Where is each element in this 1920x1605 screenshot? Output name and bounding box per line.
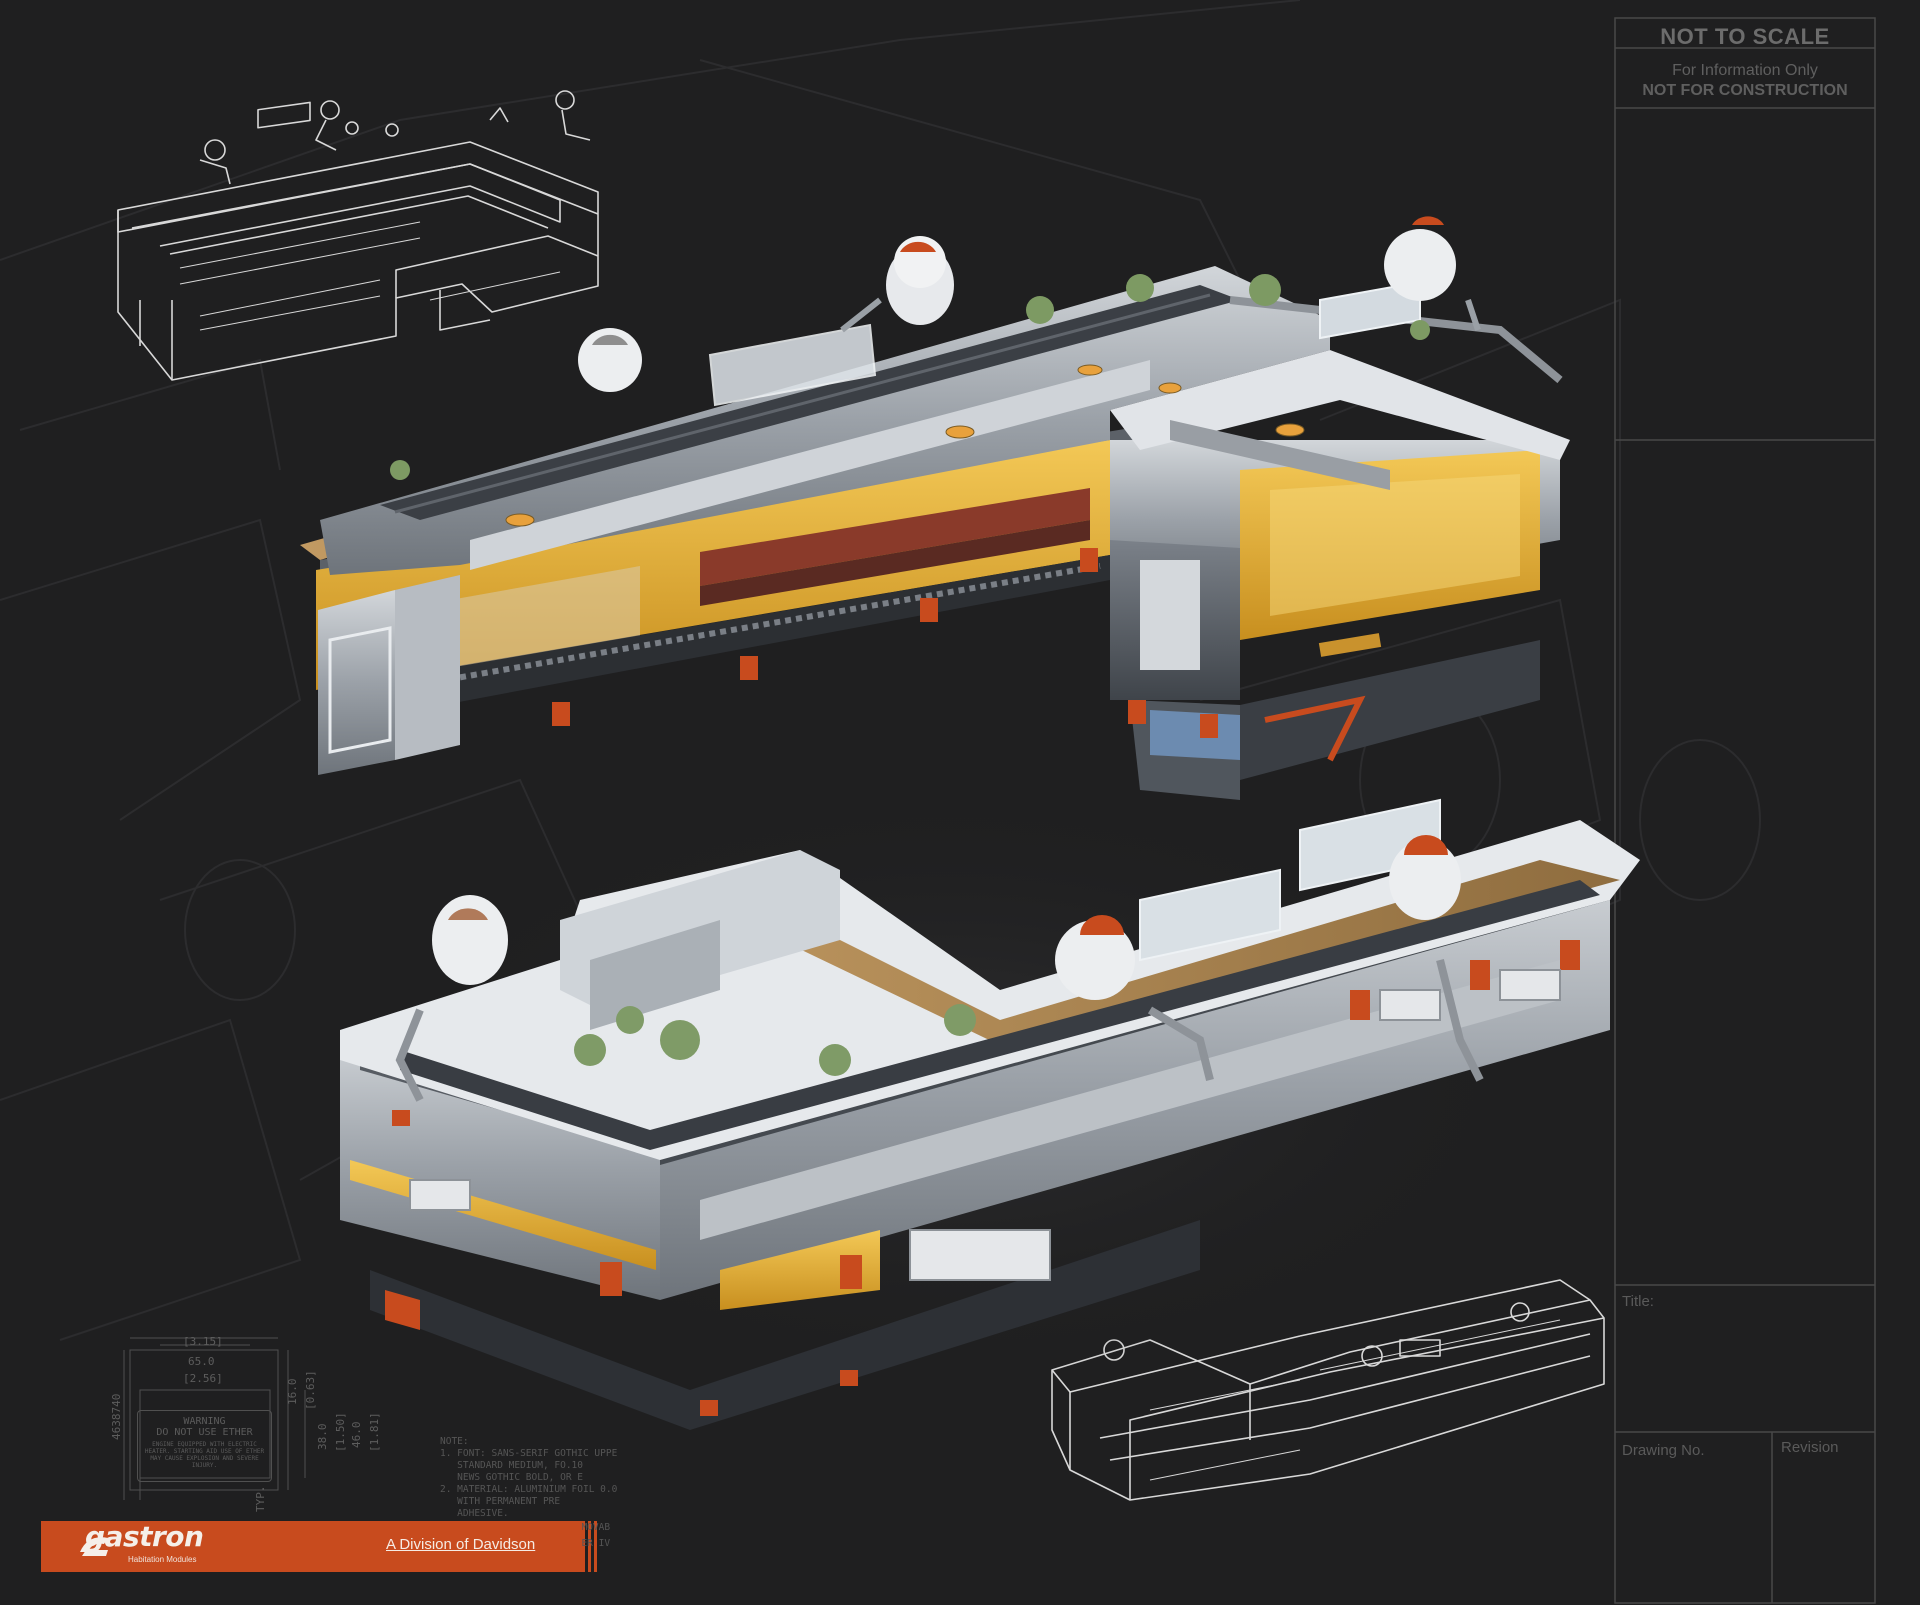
notes-line: STANDARD MEDIUM, FO.10 — [440, 1460, 583, 1471]
drawing-notes: NOTE: 1. FONT: SANS-SERIF GOTHIC UPPE ST… — [440, 1436, 618, 1520]
notes-line: 1. FONT: SANS-SERIF GOTHIC UPPE — [440, 1448, 618, 1459]
dimension-labels: [3.15] 65.0 [2.56] 16.0 [0.63] 38.0 [1.5… — [110, 1335, 381, 1512]
gastron-logo-icon — [80, 1537, 108, 1556]
division-link[interactable]: A Division of Davidson — [386, 1536, 536, 1553]
svg-text:[3.15]: [3.15] — [183, 1335, 223, 1348]
robot-group-bottom — [395, 835, 1484, 1102]
wireframe-bottom-right — [1051, 1279, 1605, 1501]
side-note: TIER IV — [570, 1538, 611, 1549]
side-note: REMOVAB — [570, 1522, 611, 1533]
not-to-scale-label: NOT TO SCALE — [1660, 24, 1830, 49]
module-top — [300, 216, 1570, 800]
warning-title: WARNING — [183, 1416, 226, 1427]
warning-plate: WARNING DO NOT USE ETHER ENGINE EQUIPPED… — [137, 1410, 272, 1482]
brand-name: gastron — [85, 1520, 204, 1553]
notes-line: ADHESIVE. — [440, 1508, 509, 1519]
notes-line: 2. MATERIAL: ALUMINIUM FOIL 0.0 — [440, 1484, 618, 1495]
warning-subtitle: DO NOT USE ETHER — [156, 1427, 253, 1438]
drawing-number-label: Drawing No. — [1622, 1442, 1705, 1459]
warning-body: ENGINE EQUIPPED WITH ELECTRIC HEATER. ST… — [144, 1441, 265, 1469]
svg-text:4638740: 4638740 — [110, 1394, 123, 1440]
robot-group-top — [578, 216, 1481, 392]
brand-bar — [41, 1521, 582, 1572]
svg-text:TYP.: TYP. — [254, 1486, 267, 1513]
module-bottom — [340, 780, 1640, 1430]
svg-text:[1.50]: [1.50] — [334, 1412, 347, 1452]
not-for-construction-label: NOT FOR CONSTRUCTION — [1642, 82, 1848, 99]
dimension-drawing — [123, 1337, 306, 1500]
revision-label: Revision — [1781, 1439, 1839, 1456]
svg-text:[0.63]: [0.63] — [304, 1370, 317, 1410]
brand-tagline: Habitation Modules — [128, 1555, 197, 1564]
svg-text:[1.81]: [1.81] — [368, 1412, 381, 1452]
svg-text:16.0: 16.0 — [286, 1379, 299, 1406]
info-only-label: For Information Only — [1672, 62, 1818, 79]
wireframe-top-left — [117, 90, 599, 381]
notes-header: NOTE: — [440, 1436, 469, 1447]
title-field-label: Title: — [1622, 1293, 1654, 1310]
svg-text:38.0: 38.0 — [316, 1424, 329, 1451]
title-block-frame — [1614, 17, 1876, 1604]
notes-line: NEWS GOTHIC BOLD, OR E — [440, 1472, 583, 1483]
side-notes: REMOVAB TIER IV — [570, 1520, 610, 1552]
svg-text:[2.56]: [2.56] — [183, 1372, 223, 1385]
ghost-linework — [0, 0, 1761, 1341]
brand-stripes — [582, 1521, 597, 1572]
svg-text:46.0: 46.0 — [350, 1422, 363, 1449]
svg-text:65.0: 65.0 — [188, 1355, 215, 1368]
notes-line: WITH PERMANENT PRE — [440, 1496, 561, 1507]
